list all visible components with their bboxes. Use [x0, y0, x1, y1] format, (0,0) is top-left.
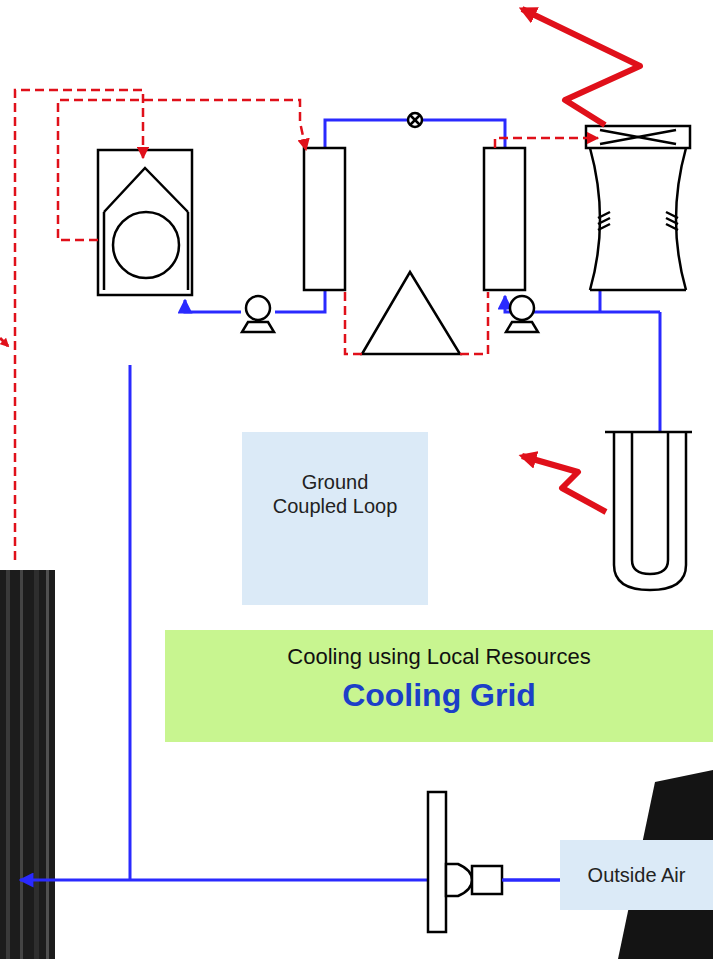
heat-exchanger: [484, 148, 525, 290]
node-label: Cooling using Local Resources: [287, 644, 590, 670]
water-piping: [20, 120, 660, 880]
compressor-symbol: [362, 272, 460, 354]
heat-exchanger: [304, 148, 345, 290]
label-box: Outside Air: [560, 840, 713, 910]
node-heading: Cooling Grid: [342, 676, 536, 714]
node-label: Ground Coupled Loop: [269, 470, 401, 518]
heat-flow-dashed: [15, 90, 598, 560]
cooling-tower: [586, 126, 690, 290]
chiller-symbol: [98, 150, 192, 295]
label-box: Ground Coupled Loop: [242, 432, 428, 605]
node-label: Outside Air: [588, 863, 686, 887]
ground-loop: [605, 432, 692, 590]
photo-strip: [0, 570, 55, 959]
title-band: Cooling using Local ResourcesCooling Gri…: [165, 630, 713, 742]
fan-symbol: [428, 792, 560, 932]
expansion-valve: [408, 113, 422, 127]
